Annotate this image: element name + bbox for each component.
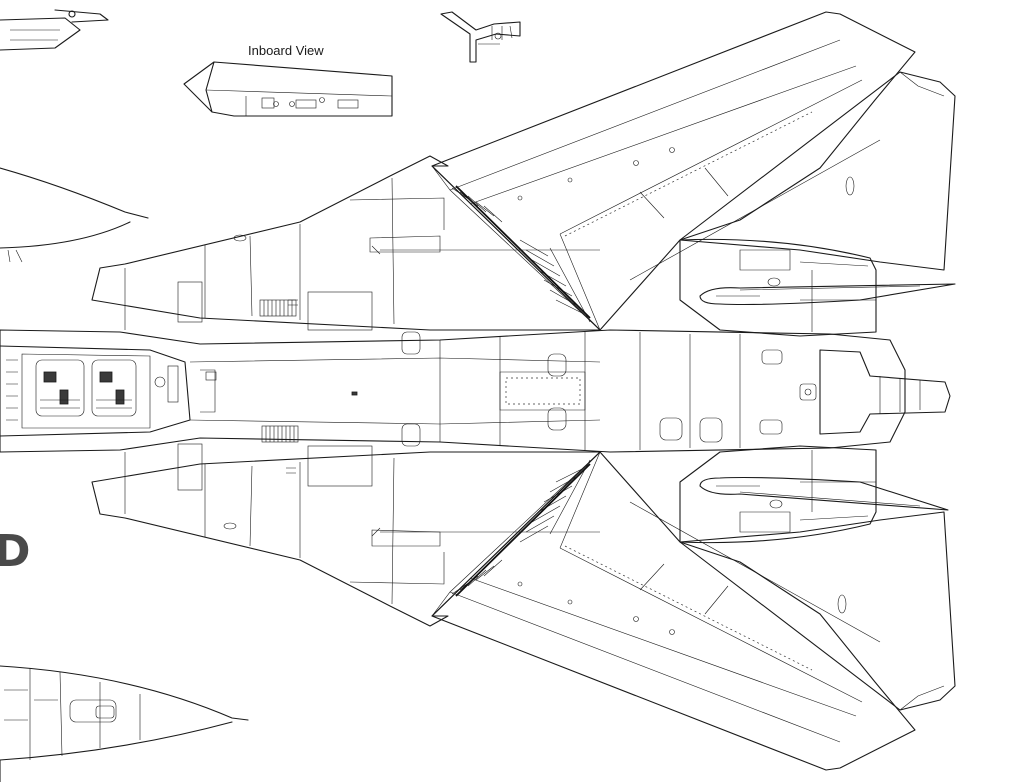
- lower-glove: [91, 451, 601, 627]
- cockpit-section: [0, 345, 191, 437]
- inboard-view-label: Inboard View: [248, 43, 324, 58]
- left-partial-profile: [0, 167, 149, 263]
- lower-nacelle: [679, 445, 877, 544]
- bottom-left-nose-profile: [0, 665, 249, 782]
- fuselage: [0, 329, 906, 453]
- upper-wing: [431, 11, 916, 331]
- intake-vents: [259, 299, 299, 443]
- lower-stabilizer: [679, 511, 956, 711]
- inboard-view-detail: [183, 61, 393, 117]
- pylon-detail: [440, 11, 521, 63]
- main-aircraft: [0, 11, 956, 771]
- upper-nacelle: [679, 238, 877, 337]
- top-left-detail-fragment: [0, 9, 109, 51]
- upper-glove: [91, 155, 601, 331]
- variant-letter: D: [0, 526, 31, 577]
- lower-wing: [431, 451, 916, 771]
- tail-cone: [819, 349, 951, 435]
- upper-stabilizer: [679, 71, 956, 271]
